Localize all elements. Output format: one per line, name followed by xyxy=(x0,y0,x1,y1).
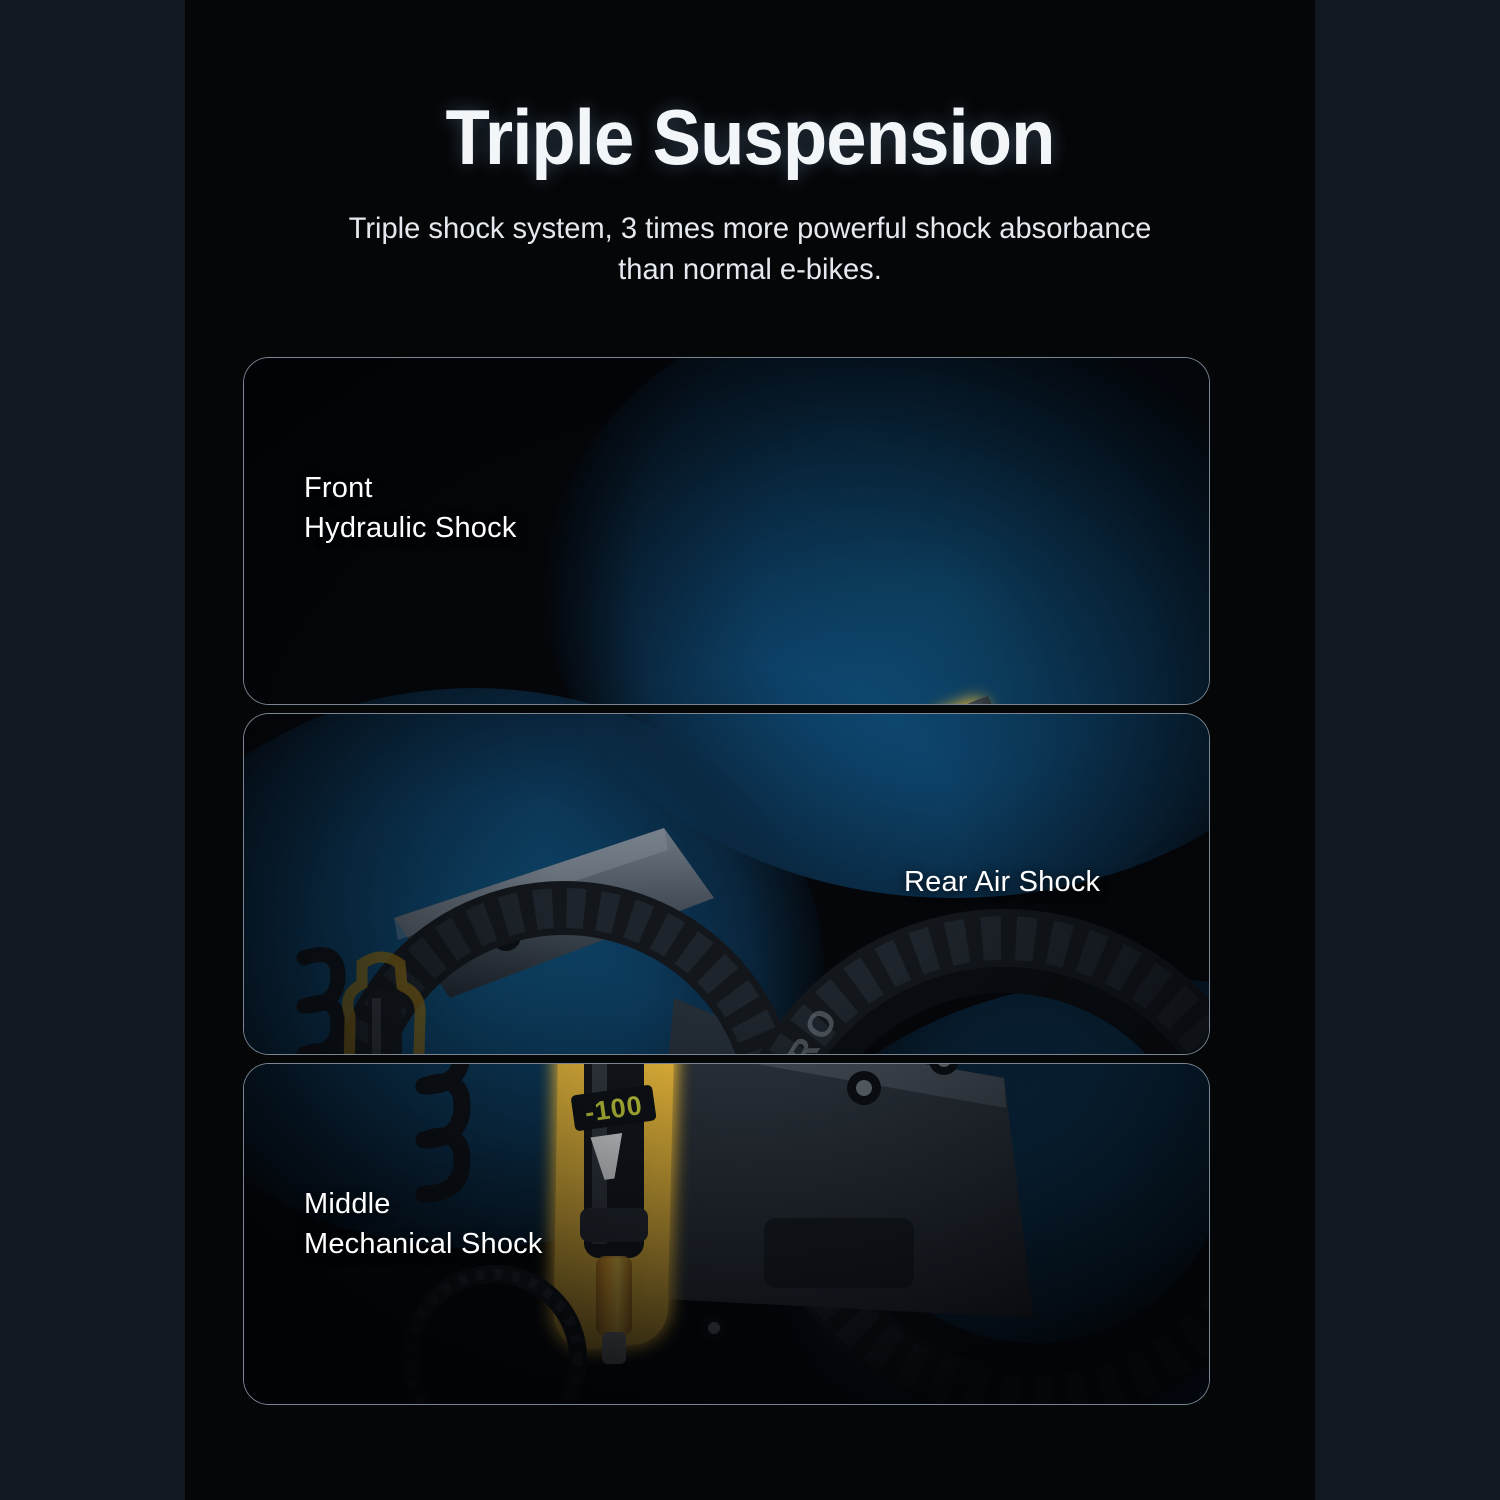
feature-card-middle[interactable]: -100 xyxy=(243,1063,1210,1405)
bike-photo-scene: ENGWE xyxy=(244,358,1209,704)
card-viewport: -100 xyxy=(244,1064,1209,1404)
vignette xyxy=(244,1064,1209,1404)
subtitle-line-2: than normal e-bikes. xyxy=(618,252,882,286)
header: Triple Suspension Triple shock system, 3… xyxy=(185,0,1315,290)
page-title: Triple Suspension xyxy=(445,93,1056,181)
panel-label-front: Front Hydraulic Shock xyxy=(304,472,517,545)
bike-photo-scene: ZERO xyxy=(244,714,1209,1054)
feature-card-front[interactable]: ENGWE xyxy=(243,357,1210,705)
card-viewport: ZERO xyxy=(244,714,1209,1054)
vignette xyxy=(244,358,1209,704)
bike-photo-scene: -100 xyxy=(244,1064,1209,1404)
card-viewport: ENGWE xyxy=(244,358,1209,704)
content-area: Triple Suspension Triple shock system, 3… xyxy=(185,0,1315,1500)
subtitle-line-1: Triple shock system, 3 times more powerf… xyxy=(348,212,1152,245)
panel-label-rear: Rear Air Shock xyxy=(904,866,1101,898)
vignette xyxy=(244,714,1209,1054)
feature-card-rear[interactable]: ZERO xyxy=(243,713,1210,1055)
page-subtitle: Triple shock system, 3 times more powerf… xyxy=(202,209,1298,290)
panel-label-middle: Middle Mechanical Shock xyxy=(304,1188,543,1261)
